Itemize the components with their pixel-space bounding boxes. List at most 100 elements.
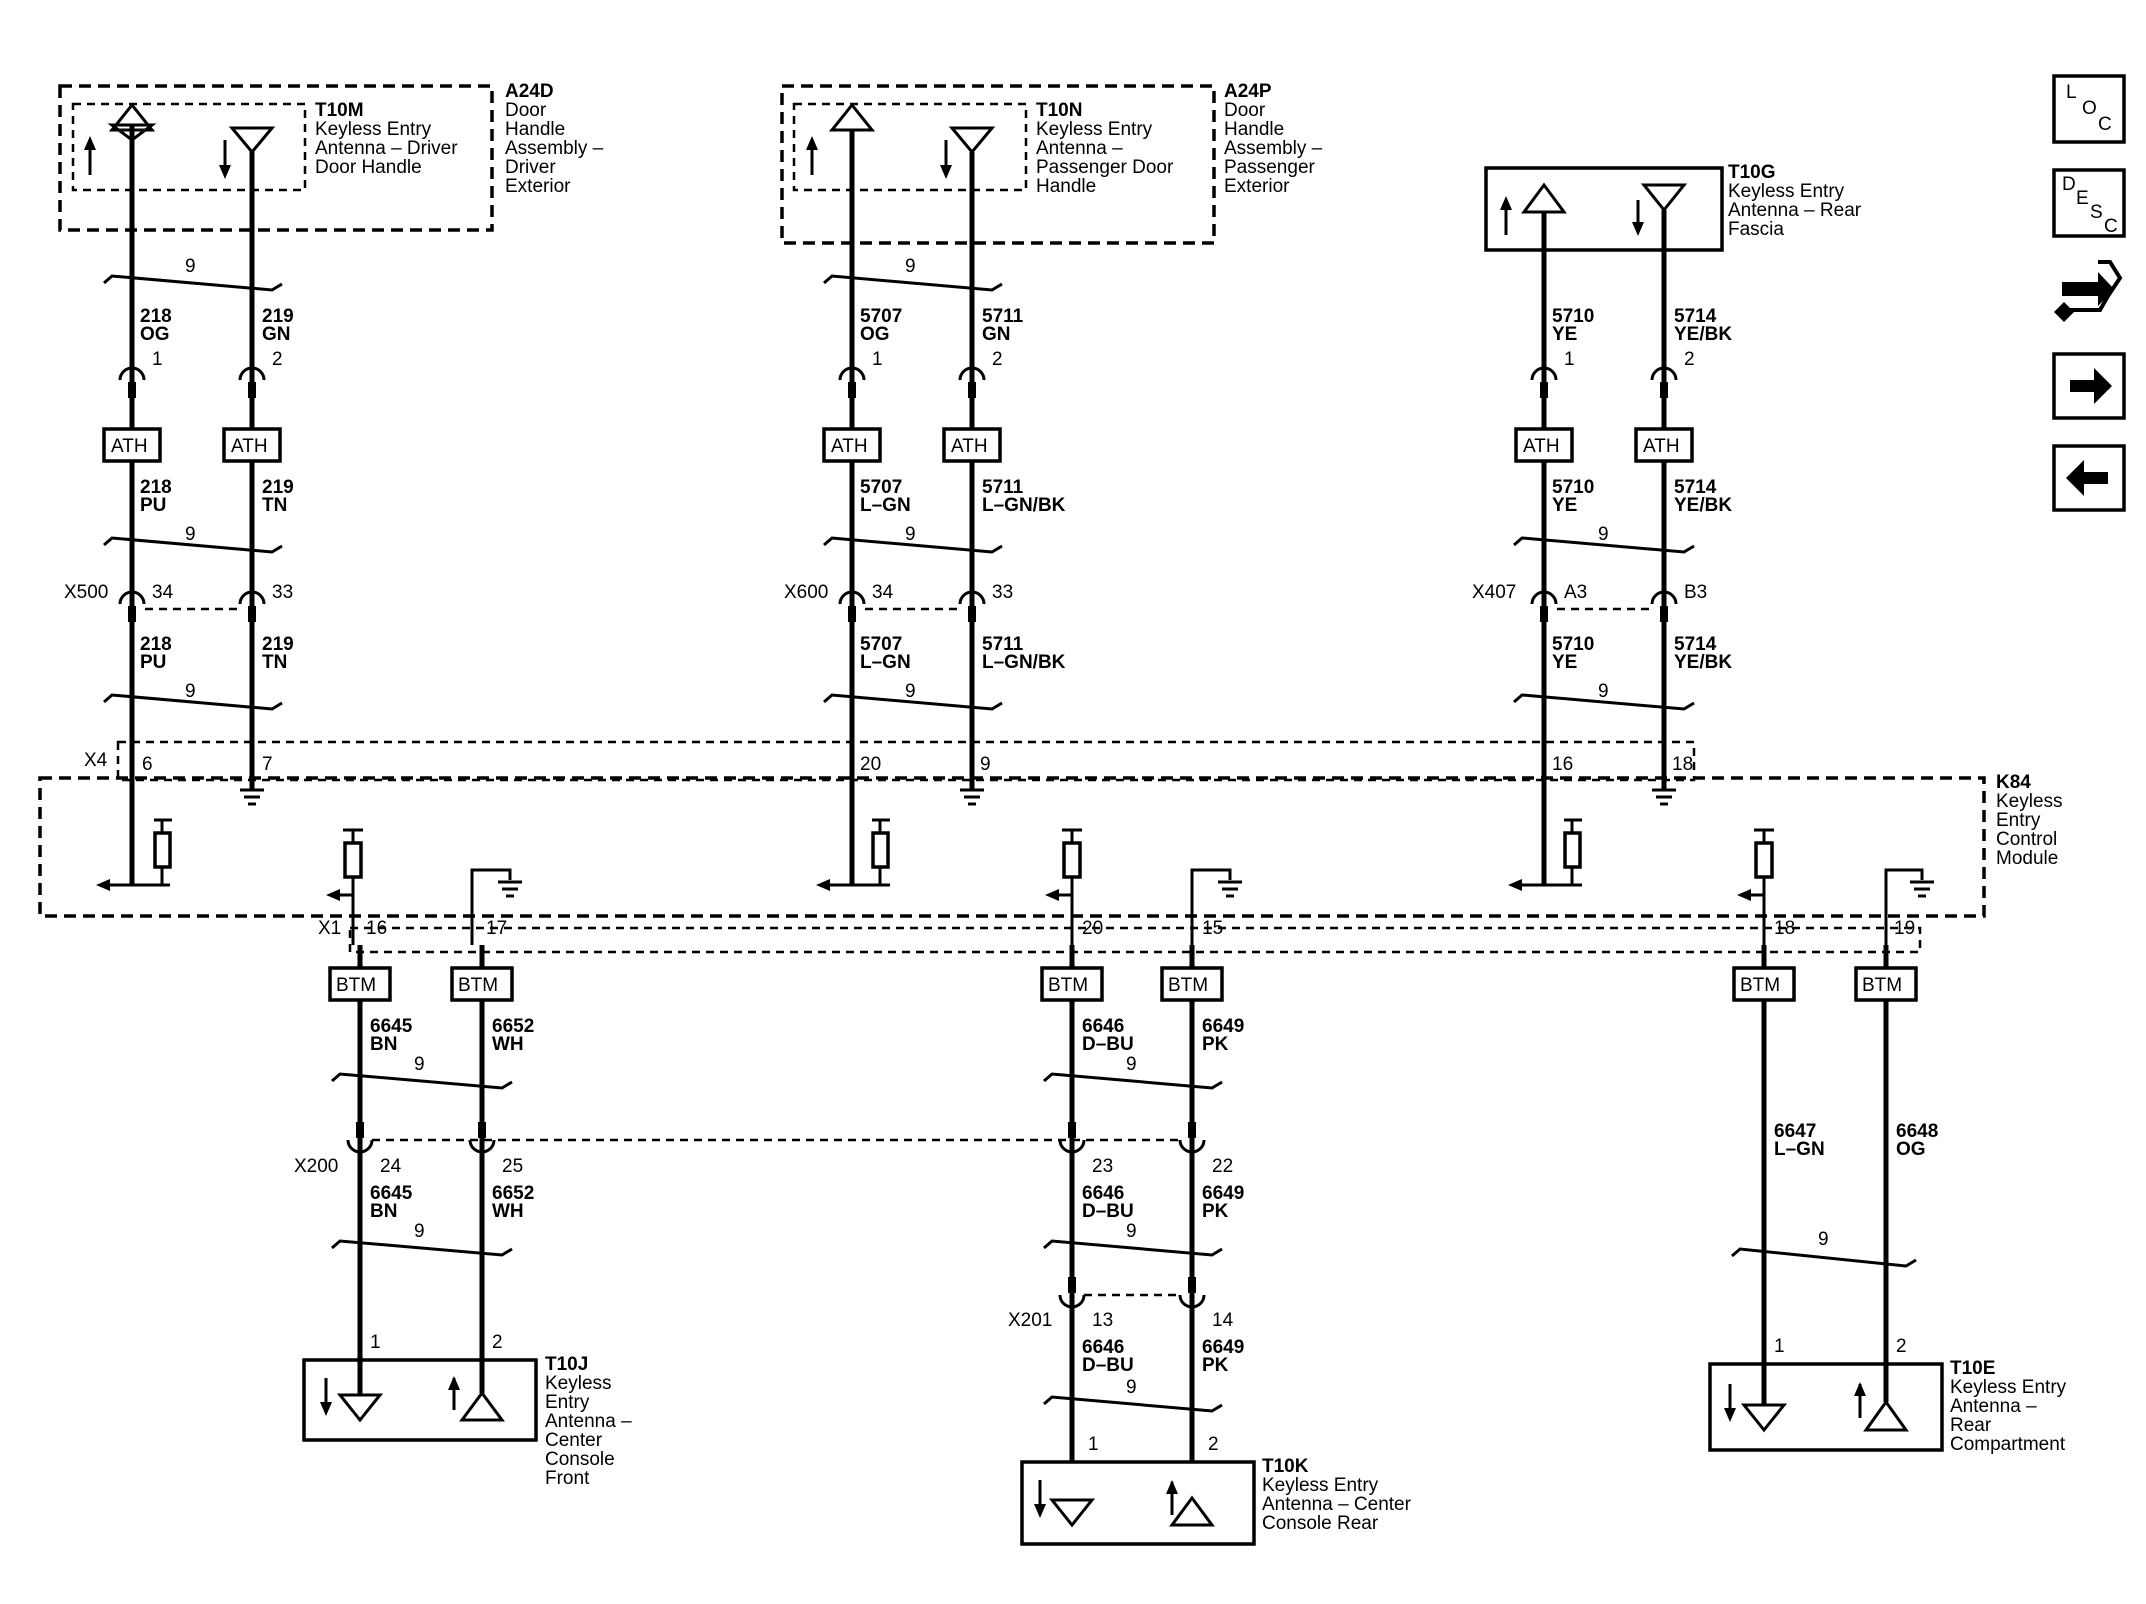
svg-text:9: 9 [1818, 1229, 1829, 1250]
t10j-id: T10J [545, 1354, 588, 1375]
schematic-link-icon[interactable] [2054, 260, 2123, 322]
svg-text:2: 2 [272, 349, 283, 370]
svg-text:15: 15 [1202, 918, 1223, 939]
svg-text:Console: Console [545, 1449, 615, 1470]
svg-text:ATH: ATH [831, 436, 868, 457]
svg-text:6647: 6647 [1774, 1121, 1816, 1142]
svg-text:PK: PK [1202, 1201, 1229, 1222]
svg-text:6646: 6646 [1082, 1337, 1124, 1358]
svg-text:219: 219 [262, 477, 294, 498]
svg-text:5707: 5707 [860, 634, 902, 655]
svg-text:218: 218 [140, 477, 172, 498]
svg-text:L–GN: L–GN [860, 652, 911, 673]
svg-text:BN: BN [370, 1201, 397, 1222]
svg-text:BTM: BTM [458, 975, 498, 996]
svg-text:Passenger: Passenger [1224, 157, 1316, 178]
svg-text:25: 25 [502, 1156, 523, 1177]
svg-text:5711: 5711 [982, 306, 1024, 327]
svg-text:C: C [2098, 114, 2112, 135]
svg-text:34: 34 [152, 582, 174, 603]
svg-text:1: 1 [1774, 1336, 1785, 1357]
svg-text:Keyless Entry: Keyless Entry [1036, 119, 1153, 140]
svg-text:6645: 6645 [370, 1016, 413, 1037]
svg-text:5714: 5714 [1674, 477, 1717, 498]
svg-text:5711: 5711 [982, 634, 1024, 655]
svg-text:9: 9 [185, 524, 196, 545]
svg-text:9: 9 [1126, 1377, 1137, 1398]
svg-text:1: 1 [1564, 349, 1575, 370]
x600-label: X600 [784, 582, 828, 603]
svg-text:Assembly –: Assembly – [505, 138, 604, 159]
svg-text:O: O [2082, 98, 2097, 119]
t10e-id: T10E [1950, 1358, 1995, 1379]
svg-text:33: 33 [272, 582, 293, 603]
svg-text:6648: 6648 [1896, 1121, 1938, 1142]
antenna-center-console-rear: 1 2 T10K Keyless Entry Antenna – Center … [1020, 1434, 1412, 1546]
svg-text:Entry: Entry [545, 1392, 590, 1413]
svg-text:OG: OG [140, 324, 170, 345]
svg-text:Front: Front [545, 1468, 590, 1489]
svg-text:Door: Door [505, 100, 547, 121]
desc-icon[interactable]: D E S C [2052, 168, 2126, 238]
svg-text:33: 33 [992, 582, 1013, 603]
svg-text:14: 14 [1212, 1310, 1234, 1331]
svg-text:BTM: BTM [336, 975, 376, 996]
svg-text:TN: TN [262, 652, 287, 673]
svg-text:Handle: Handle [505, 119, 565, 140]
svg-text:6649: 6649 [1202, 1016, 1244, 1037]
inline-connectors-top: X500 34 33 X600 34 33 X407 A3 B3 [64, 582, 1707, 622]
svg-text:17: 17 [486, 918, 507, 939]
svg-text:13: 13 [1092, 1310, 1113, 1331]
svg-text:6652: 6652 [492, 1016, 534, 1037]
top-wires [129, 125, 1667, 885]
svg-text:2: 2 [1896, 1336, 1907, 1357]
x500-label: X500 [64, 582, 108, 603]
ground-icons-top [240, 788, 1676, 806]
svg-text:PU: PU [140, 652, 166, 673]
svg-text:5707: 5707 [860, 306, 902, 327]
svg-text:1: 1 [1088, 1434, 1099, 1455]
svg-text:PU: PU [140, 495, 166, 516]
svg-text:D: D [2062, 174, 2076, 195]
svg-text:YE/BK: YE/BK [1674, 652, 1732, 673]
svg-text:9: 9 [905, 256, 916, 277]
svg-text:16: 16 [366, 918, 387, 939]
next-page-icon[interactable] [2052, 352, 2126, 420]
svg-text:E: E [2076, 188, 2089, 209]
svg-text:L–GN/BK: L–GN/BK [982, 495, 1066, 516]
svg-text:Passenger Door: Passenger Door [1036, 157, 1174, 178]
btm-harness-labels: BTM BTM BTM BTM BTM BTM [328, 966, 1918, 1002]
svg-text:OG: OG [860, 324, 890, 345]
svg-text:Handle: Handle [1224, 119, 1284, 140]
svg-text:L–GN: L–GN [860, 495, 911, 516]
svg-text:L–GN/BK: L–GN/BK [982, 652, 1066, 673]
loc-icon[interactable]: L O C [2052, 74, 2126, 144]
x201-label: X201 [1008, 1310, 1052, 1331]
svg-text:18: 18 [1774, 918, 1795, 939]
antenna-center-console-front: 1 2 T10J Keyless Entry Antenna – Center … [302, 1332, 632, 1489]
svg-text:5714: 5714 [1674, 634, 1717, 655]
svg-text:Keyless Entry: Keyless Entry [1950, 1377, 2067, 1398]
svg-text:1: 1 [152, 349, 163, 370]
door-handle-passenger-assembly: T10N Keyless Entry Antenna – Passenger D… [780, 81, 1323, 245]
svg-text:Entry: Entry [1996, 810, 2041, 831]
svg-text:Driver: Driver [505, 157, 556, 178]
svg-text:D–BU: D–BU [1082, 1201, 1134, 1222]
svg-text:23: 23 [1092, 1156, 1113, 1177]
svg-text:OG: OG [1896, 1139, 1926, 1160]
x200-label: X200 [294, 1156, 338, 1177]
svg-text:ATH: ATH [1643, 436, 1680, 457]
svg-text:BN: BN [370, 1034, 397, 1055]
previous-page-icon[interactable] [2052, 444, 2126, 512]
svg-text:Keyless Entry: Keyless Entry [315, 119, 432, 140]
svg-text:BTM: BTM [1740, 975, 1780, 996]
svg-text:6649: 6649 [1202, 1337, 1244, 1358]
svg-text:Control: Control [1996, 829, 2057, 850]
svg-text:ATH: ATH [1523, 436, 1560, 457]
svg-text:9: 9 [185, 256, 196, 277]
svg-text:2: 2 [992, 349, 1003, 370]
svg-text:C: C [2104, 216, 2118, 237]
twist-marks-top: 9 9 9 9 9 9 9 9 [103, 256, 1695, 711]
twist-marks-bottom: 9 9 9 9 9 9 [331, 1054, 1917, 1413]
